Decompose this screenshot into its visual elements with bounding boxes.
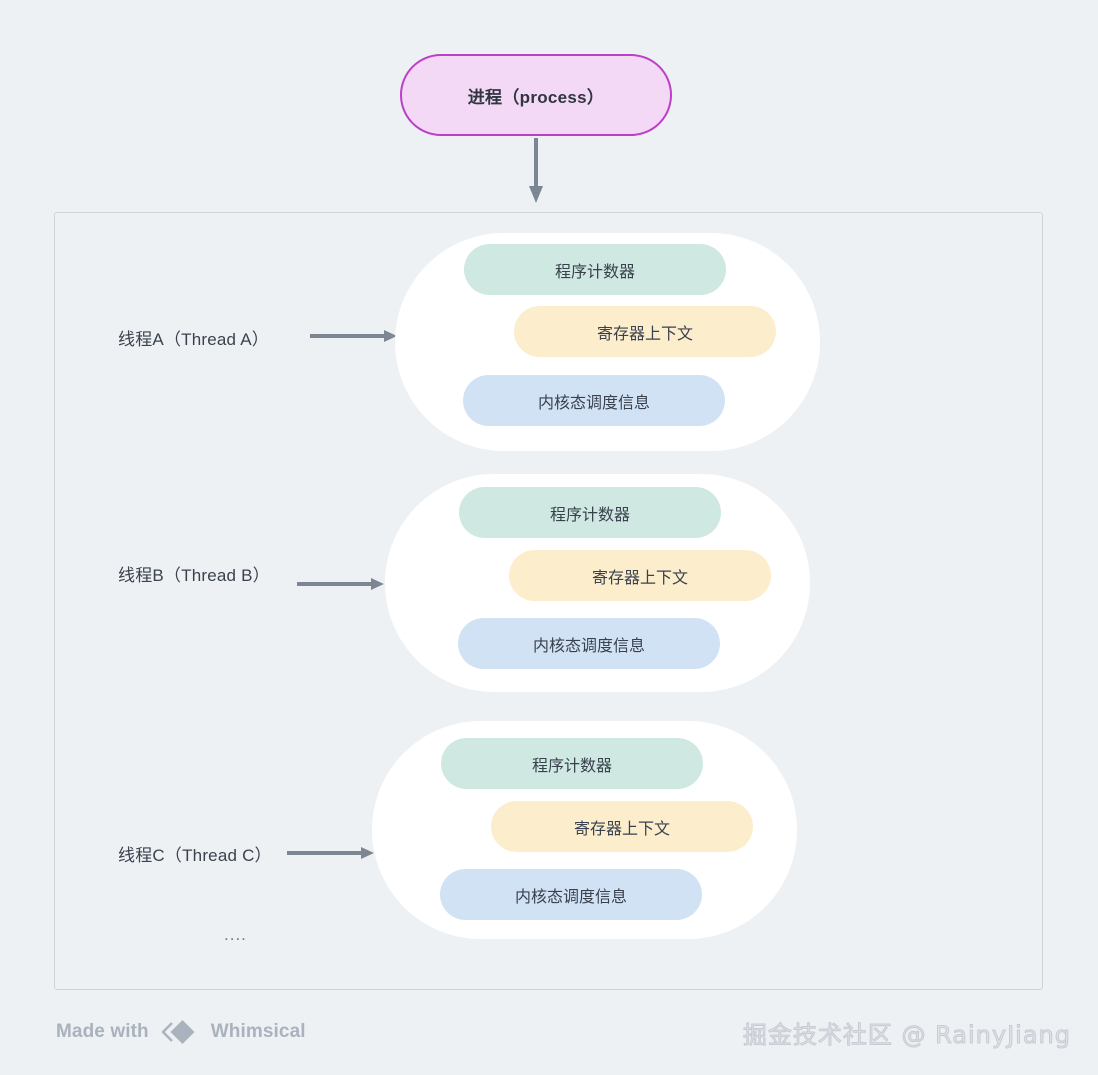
thread-a-item-register-context[interactable]: 寄存器上下文 — [514, 306, 776, 357]
arrow-shaft — [297, 582, 372, 586]
arrow-head — [361, 847, 374, 859]
process-to-threads-arrow-icon — [529, 138, 543, 204]
process-node[interactable]: 进程（process） — [400, 54, 672, 136]
thread-c-item-program-counter[interactable]: 程序计数器 — [441, 738, 703, 789]
thread-c-label: 线程C（Thread C） — [118, 846, 272, 865]
thread-b-arrow-icon — [297, 578, 384, 590]
whimsical-watermark[interactable]: Made with Whimsical — [56, 1019, 306, 1045]
arrow-head — [384, 330, 397, 342]
thread-c-arrow-icon — [287, 847, 374, 859]
thread-a-capsule[interactable]: 程序计数器 寄存器上下文 内核态调度信息 — [395, 233, 820, 451]
arrow-shaft — [534, 138, 538, 190]
thread-b-label: 线程B（Thread B） — [118, 566, 270, 585]
made-with-label: Made with — [56, 1021, 149, 1042]
more-threads-ellipsis: .... — [224, 925, 247, 944]
arrow-head — [529, 186, 543, 203]
arrow-shaft — [310, 334, 385, 338]
thread-container — [54, 212, 1043, 990]
thread-b-item-kernel-scheduling[interactable]: 内核态调度信息 — [458, 618, 720, 669]
thread-b-item-program-counter[interactable]: 程序计数器 — [459, 487, 721, 538]
thread-c-capsule[interactable]: 程序计数器 寄存器上下文 内核态调度信息 — [372, 721, 797, 939]
whimsical-logo-icon — [161, 1019, 195, 1045]
thread-a-item-program-counter[interactable]: 程序计数器 — [464, 244, 726, 295]
thread-c-item-kernel-scheduling[interactable]: 内核态调度信息 — [440, 869, 702, 920]
arrow-shaft — [287, 851, 362, 855]
arrow-head — [371, 578, 384, 590]
thread-b-capsule[interactable]: 程序计数器 寄存器上下文 内核态调度信息 — [385, 474, 810, 692]
thread-c-item-register-context[interactable]: 寄存器上下文 — [491, 801, 753, 852]
whimsical-brand-label: Whimsical — [210, 1021, 306, 1042]
thread-a-label: 线程A（Thread A） — [118, 330, 269, 349]
process-node-label: 进程（process） — [467, 87, 605, 107]
thread-a-item-kernel-scheduling[interactable]: 内核态调度信息 — [463, 375, 725, 426]
thread-a-arrow-icon — [310, 330, 397, 342]
thread-b-item-register-context[interactable]: 寄存器上下文 — [509, 550, 771, 601]
author-watermark: 掘金技术社区 @ RainyJiang — [742, 1021, 1071, 1050]
